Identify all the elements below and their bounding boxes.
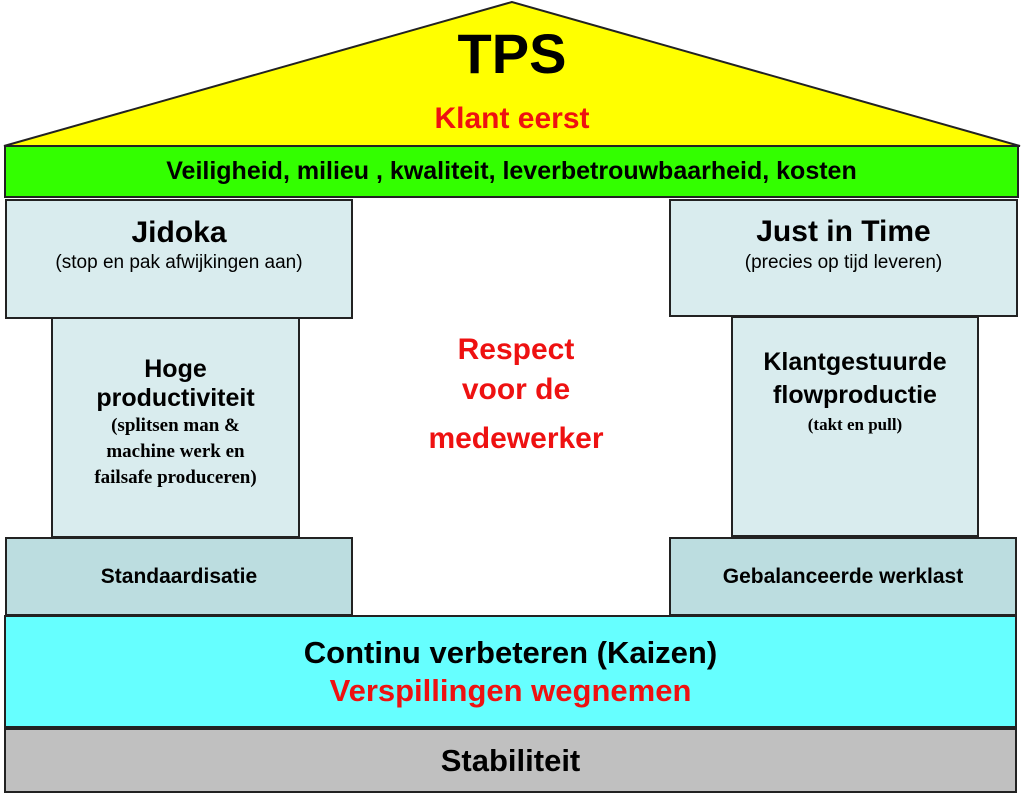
jit-title: Just in Time [756, 215, 931, 248]
jit-subtitle: (precies op tijd leveren) [744, 252, 943, 273]
roof-subtitle: Klant eerst [434, 102, 590, 135]
center-line: medewerker [428, 422, 604, 455]
column-detail-line: machine werk en [106, 441, 245, 462]
standaardisatie-box: Standaardisatie [5, 537, 353, 616]
column-title-line: Hoge [144, 355, 207, 383]
center-line: voor de [461, 373, 571, 406]
gebalanceerde-text: Gebalanceerde werklast [722, 564, 964, 588]
column-title-line: Klantgestuurde [763, 348, 947, 376]
column-detail-line: (splitsen man & [111, 415, 240, 436]
stabiliteit-base: Stabiliteit [4, 728, 1017, 793]
kaizen-foundation: Continu verbeteren (Kaizen) Verspillinge… [4, 615, 1017, 728]
jidoka-box: Jidoka (stop en pak afwijkingen aan) [5, 199, 353, 319]
goals-text: Veiligheid, milieu , kwaliteit, leverbet… [166, 157, 857, 185]
jidoka-subtitle: (stop en pak afwijkingen aan) [55, 252, 303, 273]
klantgestuurde-column: Klantgestuurde flowproductie (takt en pu… [731, 316, 979, 537]
standaardisatie-text: Standaardisatie [100, 564, 258, 588]
stabiliteit-text: Stabiliteit [440, 742, 581, 778]
center-line: Respect [457, 333, 575, 366]
center-respect-text: Respect voor de medewerker [380, 330, 652, 468]
verspillingen-text: Verspillingen wegnemen [329, 672, 692, 708]
hoge-productiviteit-column: Hoge productiviteit (splitsen man & mach… [51, 317, 300, 538]
gebalanceerde-werklast-box: Gebalanceerde werklast [669, 537, 1017, 616]
kaizen-text: Continu verbeteren (Kaizen) [303, 634, 718, 670]
just-in-time-box: Just in Time (precies op tijd leveren) [669, 199, 1018, 317]
column-title-line: productiviteit [96, 384, 255, 412]
goals-bar: Veiligheid, milieu , kwaliteit, leverbet… [4, 145, 1019, 198]
column-detail-line: (takt en pull) [807, 415, 903, 434]
jidoka-title: Jidoka [131, 216, 227, 249]
roof-title: TPS [457, 22, 567, 85]
column-detail-line: failsafe produceren) [94, 467, 257, 488]
column-title-line: flowproductie [773, 381, 937, 409]
